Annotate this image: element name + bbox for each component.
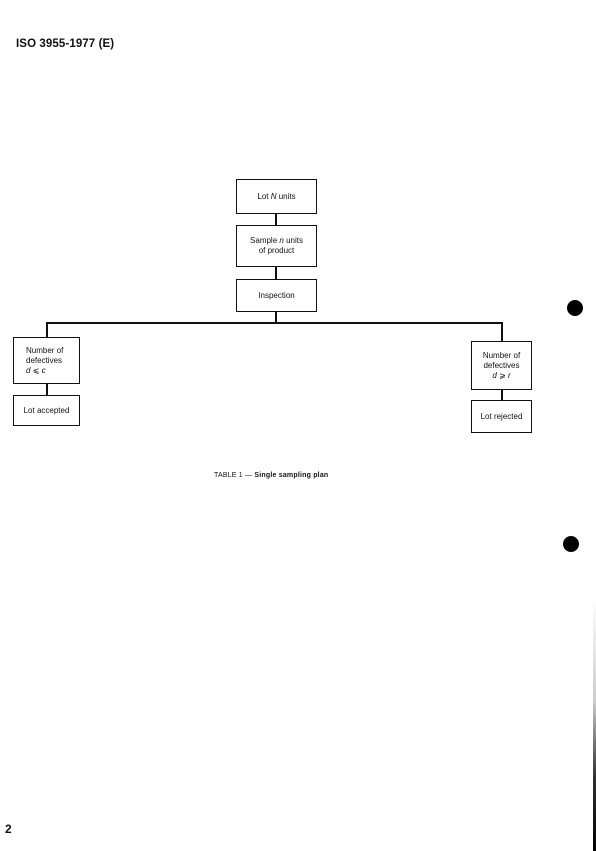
lot-accepted-label: Lot accepted bbox=[23, 405, 70, 415]
connector-lot-sample bbox=[275, 214, 277, 225]
inspection-box: Inspection bbox=[236, 279, 317, 312]
branch-left-drop bbox=[46, 322, 48, 337]
branch-right-drop bbox=[501, 322, 503, 341]
left-defectives-box: Number of defectives d ⩽ c bbox=[13, 337, 80, 384]
lot-box: Lot N units bbox=[236, 179, 317, 214]
sample-label: Sample n units of product bbox=[250, 236, 303, 255]
connector-sample-inspection bbox=[275, 267, 277, 279]
connector-left-result bbox=[46, 384, 48, 395]
sample-box: Sample n units of product bbox=[236, 225, 317, 267]
right-defectives-box: Number of defectives d ⩾ r bbox=[471, 341, 532, 390]
lot-label: Lot N units bbox=[257, 191, 296, 201]
binder-hole-mark-bottom bbox=[563, 536, 579, 552]
lot-rejected-label: Lot rejected bbox=[480, 411, 523, 421]
page-number: 2 bbox=[5, 822, 12, 836]
connector-inspection-branch bbox=[275, 312, 277, 323]
binder-hole-mark-top bbox=[567, 300, 583, 316]
lot-accepted-box: Lot accepted bbox=[13, 395, 80, 426]
connector-right-result bbox=[501, 390, 503, 400]
document-header: ISO 3955-1977 (E) bbox=[16, 38, 115, 50]
left-defectives-label: Number of defectives d ⩽ c bbox=[26, 345, 64, 375]
branch-horizontal-line bbox=[46, 322, 502, 324]
table-caption-label: TABLE 1 — bbox=[214, 472, 255, 479]
lot-rejected-box: Lot rejected bbox=[471, 400, 532, 433]
table-caption: TABLE 1 — Single sampling plan bbox=[214, 472, 328, 479]
table-caption-title: Single sampling plan bbox=[254, 472, 329, 479]
right-defectives-label: Number of defectives d ⩾ r bbox=[482, 350, 521, 380]
scan-edge-shadow bbox=[593, 600, 596, 851]
inspection-label: Inspection bbox=[258, 290, 295, 300]
